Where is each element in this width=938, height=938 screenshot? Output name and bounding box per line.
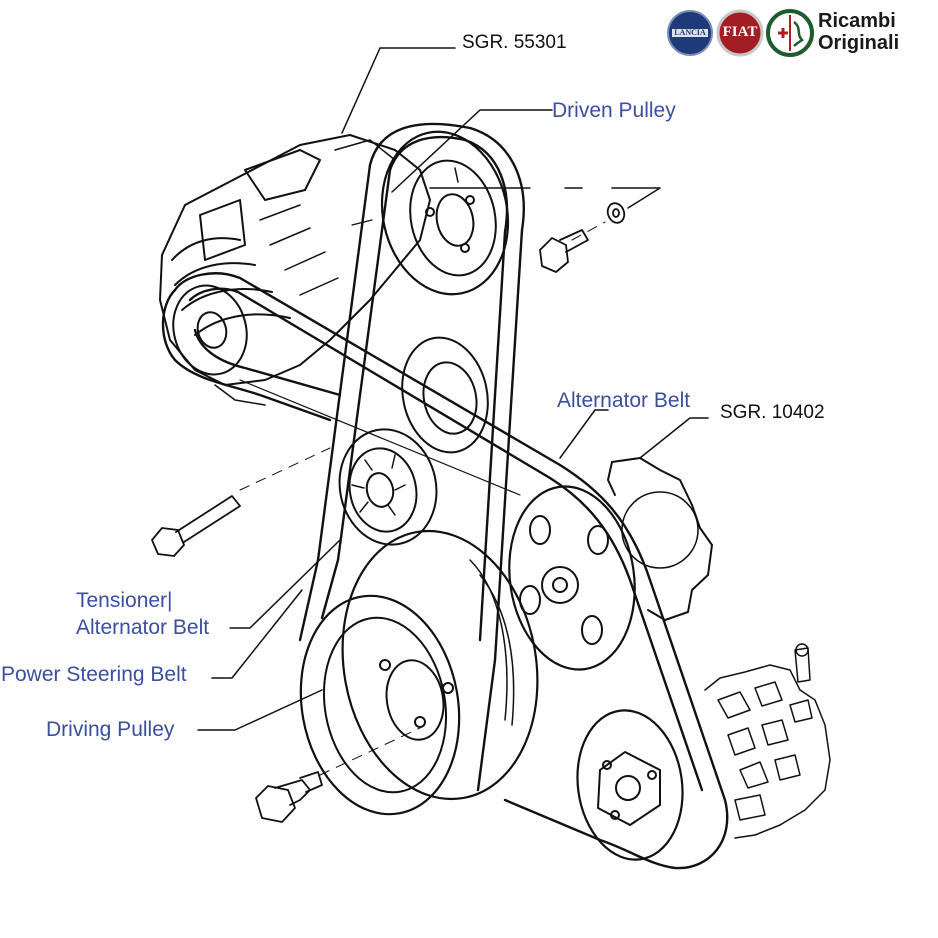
lancia-logo (667, 10, 713, 56)
alternator-pulley (172, 284, 248, 376)
driving-pulley-label: Driving Pulley (46, 718, 175, 741)
brand-line1: Ricambi (818, 10, 896, 32)
axis-lines (239, 221, 606, 776)
brand-line2: Originali (818, 32, 900, 54)
tensioner-bolt (151, 495, 241, 557)
fiat-logo-text: FIAT (722, 24, 758, 40)
injection-pump (704, 643, 831, 839)
tensioner-pulley (338, 428, 438, 546)
tensioner-label-line1: Tensioner| (76, 589, 173, 612)
alfa-romeo-logo (766, 9, 814, 57)
steering-pump (607, 457, 713, 621)
lancia-logo-text: LANCIA (674, 28, 706, 37)
brand-title: Ricambi Originali (818, 10, 899, 54)
tensioner-label-line2: Alternator Belt (76, 616, 210, 639)
washer-bolt-top (539, 202, 626, 273)
power-steering-belt-label: Power Steering Belt (1, 663, 187, 686)
leader-lines (197, 47, 709, 731)
fiat-logo (716, 9, 764, 57)
steering-pump-part-code: SGR. 10402 (720, 402, 825, 423)
driving-pulley-bolt (255, 771, 323, 823)
alternator-part-code: SGR. 55301 (462, 32, 567, 53)
lower-right-pulley (576, 709, 684, 861)
alternator-belt (298, 122, 525, 792)
driven-pulley-label: Driven Pulley (552, 99, 676, 122)
power-steering-belt (161, 272, 729, 870)
driving-pulley (299, 529, 539, 816)
alternator-belt-label: Alternator Belt (557, 389, 691, 412)
